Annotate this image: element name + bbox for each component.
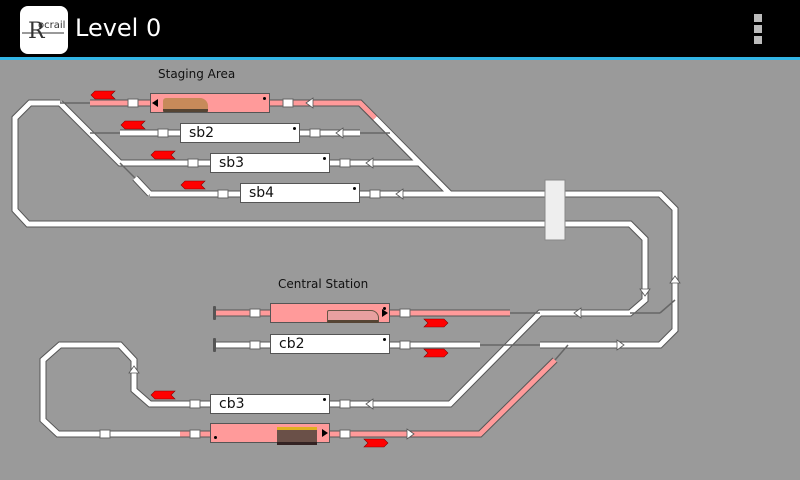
block-sb3[interactable]: sb3 bbox=[210, 153, 330, 173]
action-bar: R ocrail Level 0 bbox=[0, 0, 800, 57]
block-cb3[interactable]: cb3 bbox=[210, 394, 330, 414]
direction-left-icon bbox=[152, 99, 158, 107]
locomotive-icon bbox=[327, 310, 379, 323]
track-connector bbox=[60, 102, 676, 361]
locomotive-icon bbox=[163, 98, 208, 112]
block-sb1[interactable] bbox=[150, 93, 270, 113]
block-dot bbox=[353, 187, 356, 190]
block-cb4[interactable] bbox=[210, 423, 330, 445]
direction-right-icon bbox=[322, 429, 328, 437]
block-dot bbox=[263, 97, 266, 100]
block-sb2[interactable]: sb2 bbox=[180, 123, 300, 143]
overflow-menu-icon[interactable] bbox=[750, 14, 766, 46]
logo-graphic: R ocrail bbox=[22, 19, 65, 44]
level-title: Level 0 bbox=[75, 14, 162, 42]
svg-text:R: R bbox=[28, 19, 46, 44]
bridge bbox=[544, 179, 566, 241]
block-dot bbox=[214, 436, 217, 439]
sensors bbox=[99, 98, 411, 439]
track-plan bbox=[11, 90, 681, 448]
block-dot bbox=[383, 338, 386, 341]
block-sb4[interactable]: sb4 bbox=[240, 183, 360, 203]
track-outline bbox=[11, 99, 679, 438]
central-station-label: Central Station bbox=[278, 277, 369, 291]
block-cb2[interactable]: cb2 bbox=[270, 334, 390, 354]
block-dot bbox=[323, 157, 326, 160]
direction-right-icon bbox=[382, 309, 388, 317]
block-dot bbox=[383, 307, 386, 310]
block-cb1[interactable] bbox=[270, 303, 390, 323]
direction-arrows bbox=[128, 97, 681, 440]
block-dot bbox=[293, 127, 296, 130]
header-divider bbox=[0, 57, 800, 60]
bumpers bbox=[213, 306, 216, 352]
staging-area-label: Staging Area bbox=[158, 67, 236, 81]
rocrail-logo[interactable]: R ocrail bbox=[20, 6, 68, 54]
locomotive-icon bbox=[277, 427, 317, 445]
svg-text:ocrail: ocrail bbox=[38, 20, 65, 31]
block-dot bbox=[323, 398, 326, 401]
